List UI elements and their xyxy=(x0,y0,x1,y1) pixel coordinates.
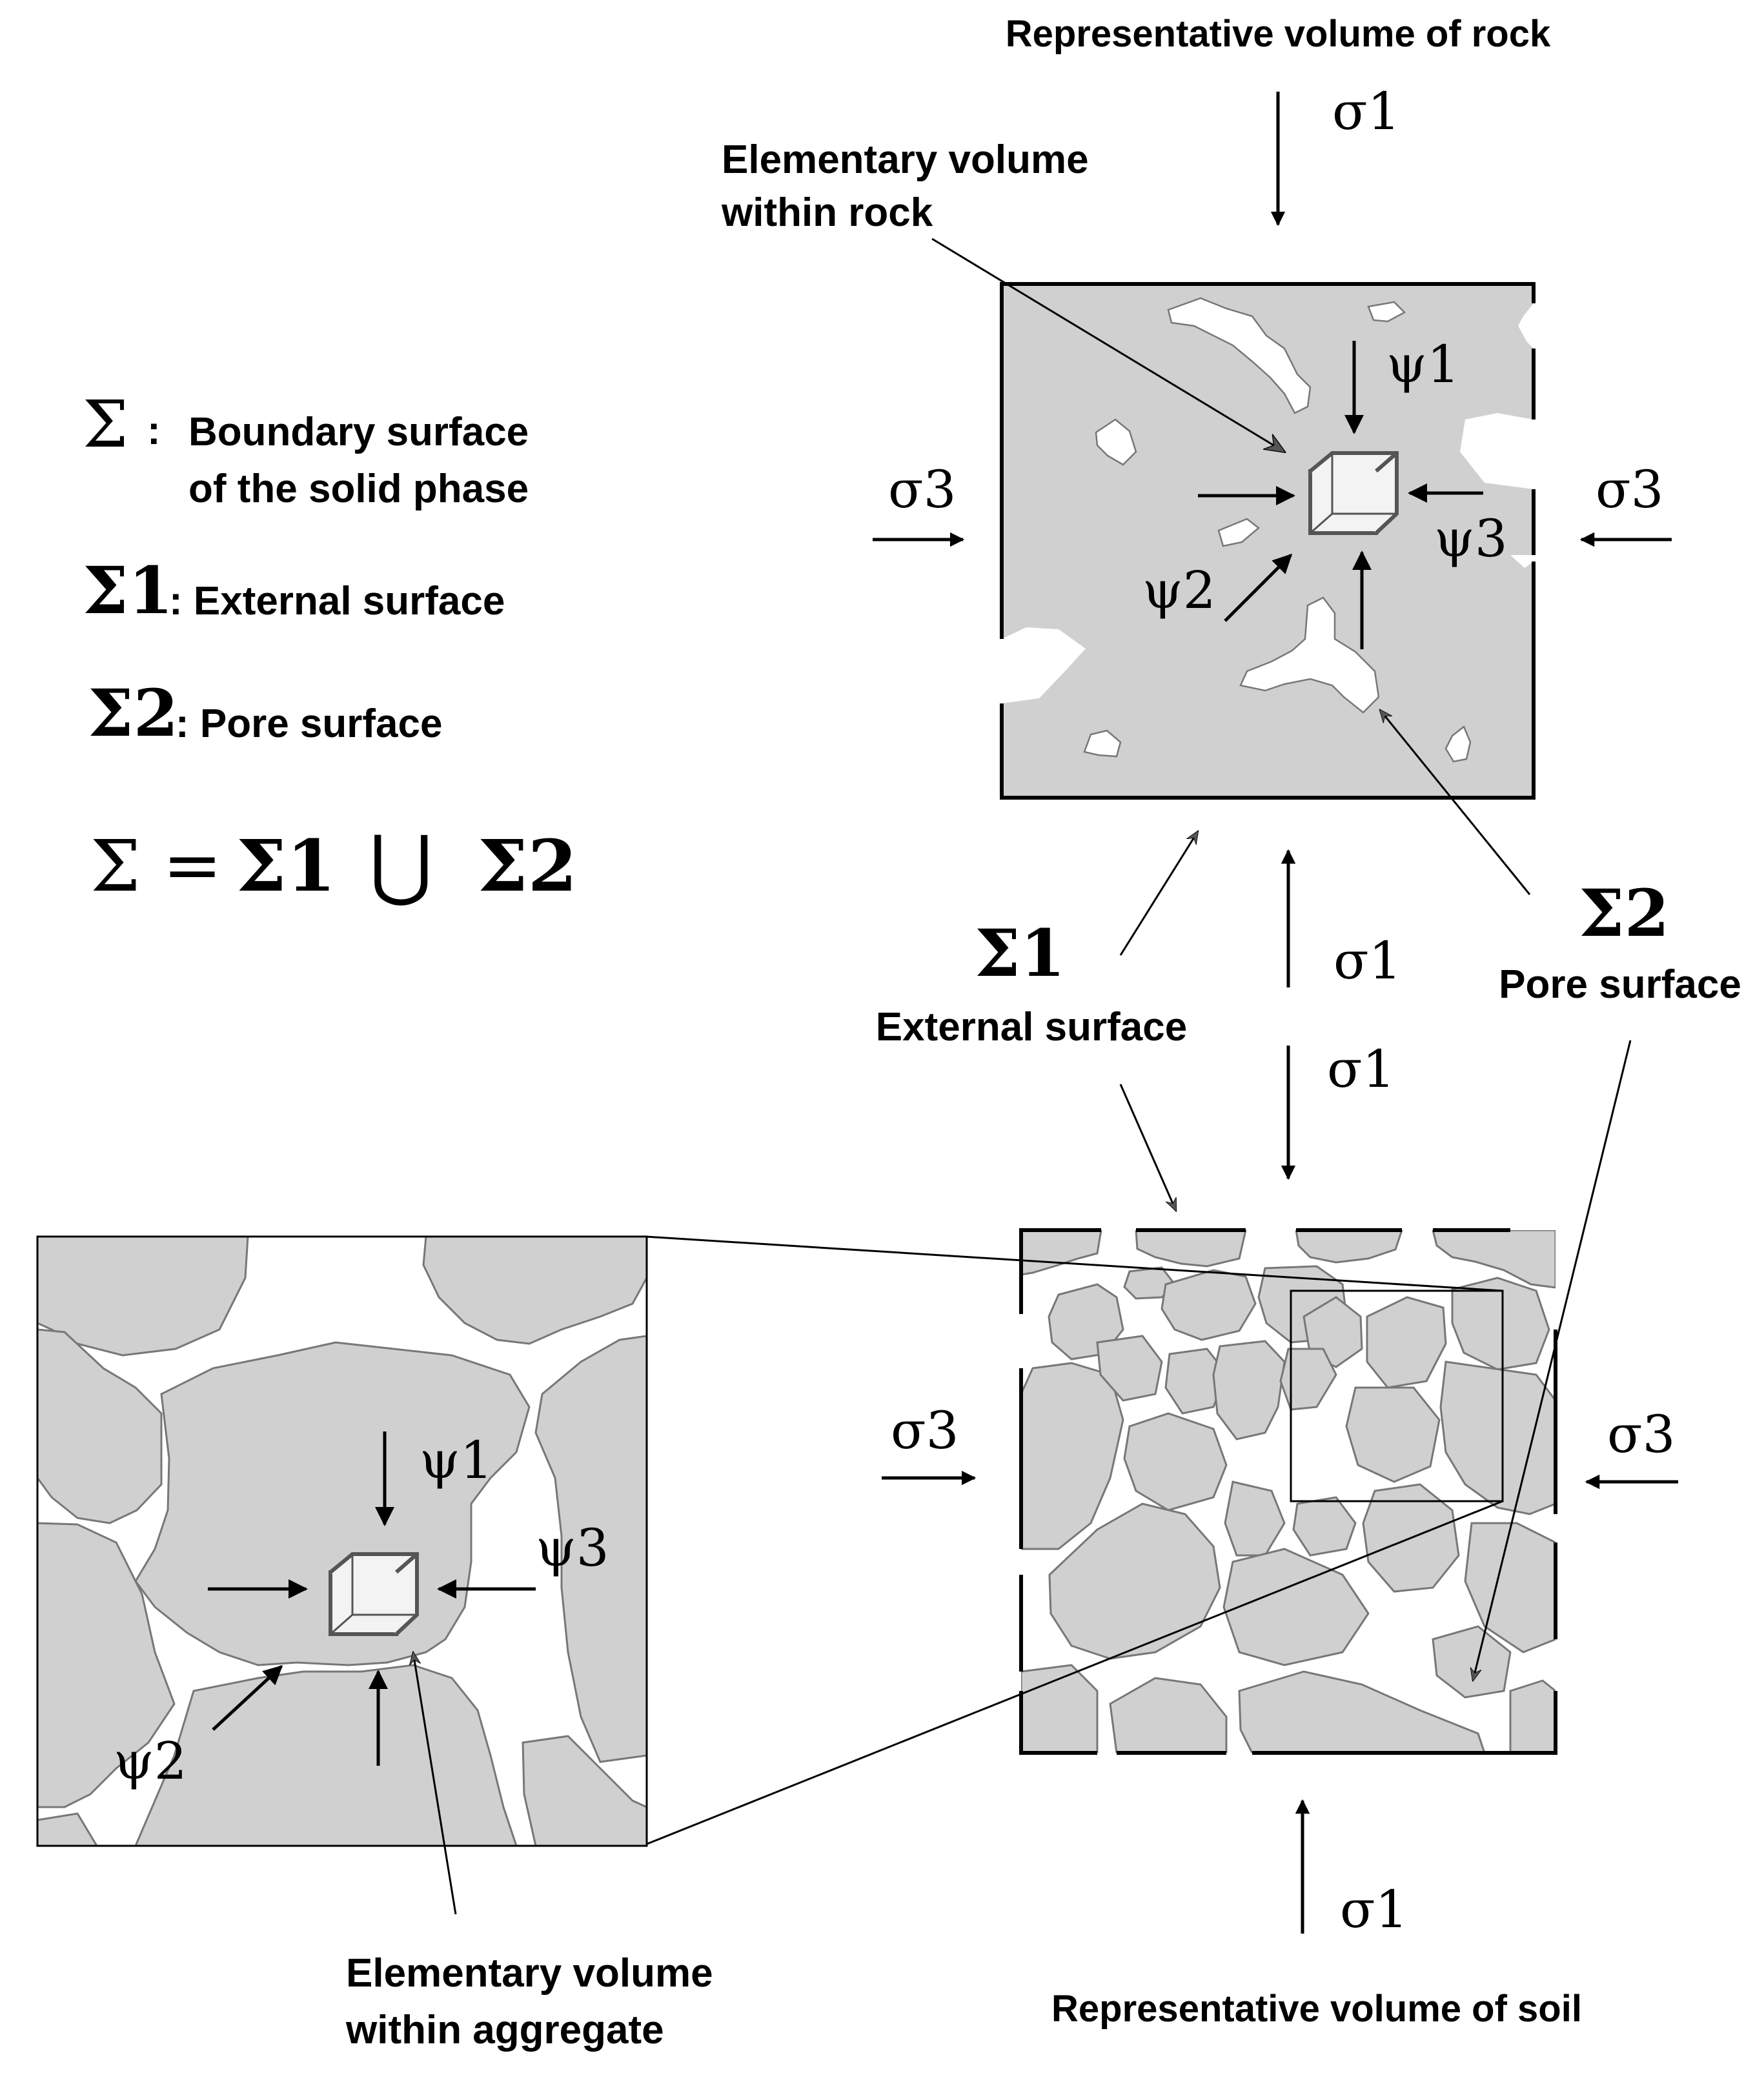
rock-pore-bottom-left xyxy=(1083,729,1122,758)
rock-psi2-arrow xyxy=(1224,553,1293,622)
rock-solid xyxy=(1002,284,1534,798)
elementary-aggregate-label-line1: Elementary volume xyxy=(346,1951,713,1996)
rock-elementary-cube-icon xyxy=(1308,451,1399,535)
rock-sigma3-right-label: σ3 xyxy=(1596,460,1664,520)
pore-surface-label: Pore surface xyxy=(1499,962,1741,1007)
soil-grain xyxy=(1123,1266,1176,1300)
soil-outline xyxy=(1019,1228,1557,1755)
rock-outline xyxy=(1000,282,1536,800)
external-surface-label: External surface xyxy=(876,1005,1187,1049)
agg-grain xyxy=(37,1812,98,1846)
soil-grain xyxy=(1366,1296,1447,1389)
aggregate-zoom-view: ψ1 ψ2 ψ3 xyxy=(36,1235,648,1847)
soil-sigma1-top-label: σ1 xyxy=(1327,1039,1395,1099)
agg-grain xyxy=(134,1341,531,1666)
agg-grain xyxy=(422,1237,647,1345)
agg-psi1-label: ψ1 xyxy=(420,1430,493,1490)
soil-grain xyxy=(1432,1625,1512,1699)
agg-grain xyxy=(522,1735,647,1846)
zoom-connector-top xyxy=(645,1235,1503,1292)
legend-sigma2-symbol: Σ2 xyxy=(88,675,178,751)
equation-sigma1: Σ1 xyxy=(236,824,336,907)
elementary-rock-label-line2: within rock xyxy=(721,190,933,235)
soil-sigma1-bottom-label: σ1 xyxy=(1340,1879,1408,1939)
rock-volume-title: Representative volume of rock xyxy=(1006,13,1551,55)
aggregate-frame xyxy=(36,1235,648,1847)
agg-grain xyxy=(37,1522,176,1808)
equation-sigma: Σ xyxy=(90,825,141,907)
agg-psi2-arrow xyxy=(212,1664,283,1731)
soil-grain xyxy=(1295,1230,1403,1264)
pore-surface-symbol: Σ2 xyxy=(1579,875,1669,951)
aggregate-elementary-cube-icon xyxy=(329,1552,419,1636)
rock-pore-mid xyxy=(1217,518,1260,547)
legend-sigma-colon: : xyxy=(147,409,161,453)
union-equation: Σ = Σ1 ⋃ Σ2 xyxy=(90,820,577,909)
external-surface-pointer-up xyxy=(1119,831,1198,956)
soil-grain xyxy=(1021,1362,1124,1550)
soil-grain xyxy=(1135,1230,1247,1268)
soil-volume-title: Representative volume of soil xyxy=(1051,1988,1582,2030)
soil-grain xyxy=(1279,1348,1337,1411)
external-surface-symbol: Σ1 xyxy=(975,915,1065,991)
soil-grain xyxy=(1048,1502,1221,1660)
soil-grain xyxy=(1212,1340,1286,1441)
soil-grain xyxy=(1292,1496,1357,1557)
legend-boundary-line2: of the solid phase xyxy=(188,467,529,511)
soil-grain xyxy=(1439,1360,1556,1515)
agg-psi3-label: ψ3 xyxy=(536,1518,609,1578)
rock-volume: ψ1 ψ2 ψ3 xyxy=(1000,282,1536,800)
pore-surface-pointer-rock xyxy=(1380,710,1531,895)
soil-sigma3-right-label: σ3 xyxy=(1607,1404,1676,1464)
agg-grain xyxy=(37,1328,163,1524)
legend-pore-text: : Pore surface xyxy=(176,702,443,746)
rock-sigma1-top-label: σ1 xyxy=(1332,81,1401,141)
soil-grain xyxy=(1432,1230,1556,1289)
equation-equals: = xyxy=(163,824,222,906)
rock-pore-right-drop xyxy=(1445,725,1472,763)
rock-pore-small-top xyxy=(1367,301,1406,323)
elementary-aggregate-pointer xyxy=(413,1652,457,1915)
agg-grain xyxy=(534,1335,647,1763)
pore-surface-pointer-soil xyxy=(1473,1040,1632,1681)
legend-boundary-line1: Boundary surface xyxy=(188,410,529,454)
legend: Σ : Boundary surface of the solid phase … xyxy=(83,387,577,909)
equation-union: ⋃ xyxy=(369,820,432,909)
rock-pore-left xyxy=(1095,418,1137,466)
legend-external-text: : External surface xyxy=(169,579,505,623)
zoom-connector-bottom xyxy=(645,1500,1503,1846)
elementary-rock-label-line1: Elementary volume xyxy=(722,137,1089,182)
soil-grain xyxy=(1109,1677,1228,1753)
rock-psi2-label: ψ2 xyxy=(1142,560,1216,620)
rock-psi3-label: ψ3 xyxy=(1434,509,1508,569)
soil-grain xyxy=(1345,1386,1441,1483)
elementary-rock-pointer xyxy=(931,238,1284,452)
agg-psi2-label: ψ2 xyxy=(114,1731,187,1791)
external-surface-pointer-down xyxy=(1119,1084,1177,1211)
rock-sigma3-left-label: σ3 xyxy=(888,460,957,520)
soil-sigma3-left-label: σ3 xyxy=(891,1401,959,1461)
elementary-aggregate-label-line2: within aggregate xyxy=(345,2008,664,2052)
soil-grain xyxy=(1222,1548,1370,1666)
agg-grain xyxy=(37,1237,249,1357)
equation-sigma2: Σ2 xyxy=(478,824,577,907)
soil-grain xyxy=(1451,1277,1550,1371)
legend-sigma1-symbol: Σ1 xyxy=(83,552,173,629)
rock-psi1-label: ψ1 xyxy=(1386,334,1460,394)
soil-grain xyxy=(1164,1348,1228,1415)
soil-grain xyxy=(1509,1679,1556,1753)
soil-grain xyxy=(1123,1412,1228,1512)
rock-sigma1-bottom-label: σ1 xyxy=(1333,931,1402,991)
legend-sigma-symbol: Σ xyxy=(83,387,128,462)
rock-pore-y xyxy=(1239,596,1380,714)
soil-grain xyxy=(1238,1670,1486,1753)
soil-zoom-window xyxy=(1290,1289,1504,1502)
soil-grain xyxy=(1096,1335,1163,1402)
rock-pore-crack xyxy=(1167,297,1312,414)
agg-grain xyxy=(134,1664,518,1846)
